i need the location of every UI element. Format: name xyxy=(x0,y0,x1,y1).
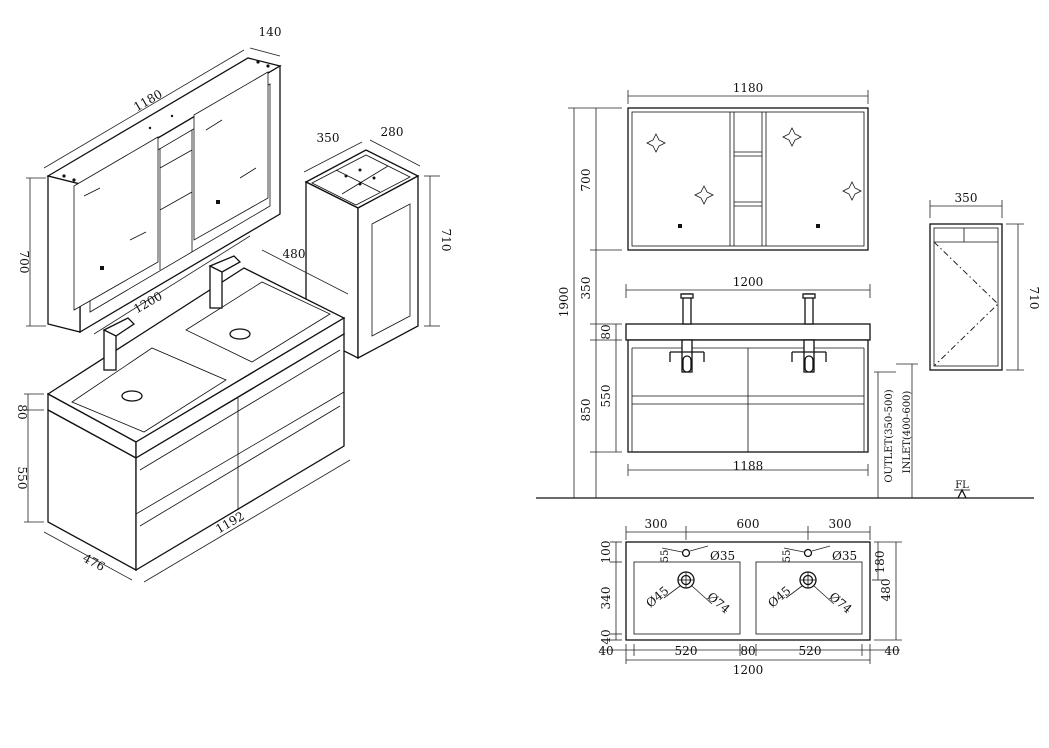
floor-label: FL xyxy=(955,480,969,491)
iso-top-thickness: 80 xyxy=(15,404,29,419)
outlet-label: OUTLET(350-500) xyxy=(884,389,895,482)
side-width: 350 xyxy=(955,191,978,205)
trap-right xyxy=(791,339,827,373)
front-body-height: 550 xyxy=(599,385,613,408)
front-floor-to-top: 850 xyxy=(579,399,593,422)
plan-center-spacing: 600 xyxy=(737,517,760,531)
plan-tap-hole-right: Ø35 xyxy=(832,549,857,563)
trap-left xyxy=(669,339,705,373)
plan-right-spacing: 300 xyxy=(829,517,852,531)
plan-rim-right: 180 xyxy=(873,551,887,574)
front-top-thickness: 80 xyxy=(599,324,613,339)
iso-mirror-cabinet: 1180 140 700 xyxy=(17,25,282,334)
plan-bowl-left: 520 xyxy=(675,644,698,658)
plan-edge-left: 40 xyxy=(598,644,613,658)
plan-view: 300 600 300 55 55 Ø35 Ø35 Ø45 Ø74 Ø45 Ø7… xyxy=(598,517,902,677)
plan-total-width: 1200 xyxy=(733,663,764,677)
side-height: 710 xyxy=(1027,287,1041,310)
plan-left-spacing: 300 xyxy=(645,517,668,531)
inlet-label: INLET(400-600) xyxy=(902,391,913,474)
front-gap: 350 xyxy=(579,277,593,300)
plan-tap-hole-left: Ø35 xyxy=(710,549,735,563)
iso-side-height: 710 xyxy=(439,229,453,252)
iso-body-height: 550 xyxy=(15,467,29,490)
iso-basin-depth: 480 xyxy=(283,247,306,261)
front-cabinet-width: 1180 xyxy=(733,81,764,95)
iso-side-depth: 280 xyxy=(381,125,404,139)
iso-cabinet-depth: 140 xyxy=(259,25,282,39)
plan-total-depth: 480 xyxy=(879,579,893,602)
plan-tap-offset-right: 55 xyxy=(782,550,793,563)
front-body-width: 1188 xyxy=(733,459,764,473)
front-elevation: FL 1180 700 350 1900 1200 80 550 850 118… xyxy=(536,81,1034,499)
plan-top-margin: 100 xyxy=(599,541,613,564)
front-basin-width: 1200 xyxy=(733,275,764,289)
front-cabinet-height: 700 xyxy=(579,169,593,192)
iso-side-cabinet: 350 280 710 xyxy=(303,125,453,360)
plan-bowl-depth: 340 xyxy=(599,587,613,610)
iso-side-width: 350 xyxy=(317,131,340,145)
plan-bottom-margin: 40 xyxy=(599,629,613,644)
iso-cabinet-height: 700 xyxy=(17,251,31,274)
side-elevation: 350 710 xyxy=(929,191,1041,371)
plan-edge-right: 40 xyxy=(884,644,899,658)
plan-bowl-right: 520 xyxy=(799,644,822,658)
iso-body-depth: 476 xyxy=(80,551,107,574)
front-total-height: 1900 xyxy=(557,287,571,318)
plan-tap-offset-left: 55 xyxy=(660,550,671,563)
plan-divider: 80 xyxy=(740,644,755,658)
